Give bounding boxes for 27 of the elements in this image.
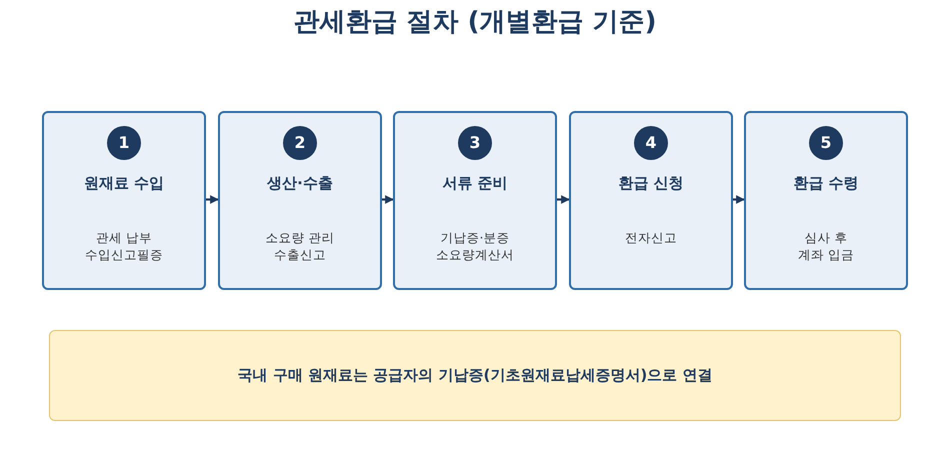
step-number: 4 xyxy=(634,126,668,160)
step-title: 환급 수령 xyxy=(793,173,859,193)
step-description: 전자신고 xyxy=(624,229,678,246)
process-box xyxy=(569,111,733,290)
arrow xyxy=(557,195,570,204)
step-number: 5 xyxy=(809,126,843,160)
step-title: 생산·수출 xyxy=(267,173,333,193)
note-box xyxy=(49,330,901,421)
arrow xyxy=(206,195,219,204)
process-box xyxy=(218,111,382,290)
process-box xyxy=(42,111,206,290)
arrow xyxy=(733,195,745,204)
step-description: 소요량 관리 수출신고 xyxy=(264,229,336,263)
process-box xyxy=(744,111,908,290)
diagram-title: 관세환급 절차 (개별환급 기준) xyxy=(292,6,658,39)
process-box xyxy=(393,111,557,290)
note-text: 국내 구매 원재료는 공급자의 기납증(기초원재료납세증명서)으로 연결 xyxy=(236,366,714,385)
step-number: 1 xyxy=(107,126,141,160)
arrow xyxy=(382,195,394,204)
step-title: 환급 신청 xyxy=(618,173,684,193)
step-description: 심사 후 계좌 입금 xyxy=(797,229,855,263)
step-description: 기납증·분증 소요량계산서 xyxy=(435,229,515,263)
step-number: 3 xyxy=(458,126,492,160)
step-description: 관세 납부 수입신고필증 xyxy=(84,229,164,263)
step-number: 2 xyxy=(283,126,317,160)
step-title: 원재료 수입 xyxy=(84,173,164,193)
step-title: 서류 준비 xyxy=(442,173,508,193)
